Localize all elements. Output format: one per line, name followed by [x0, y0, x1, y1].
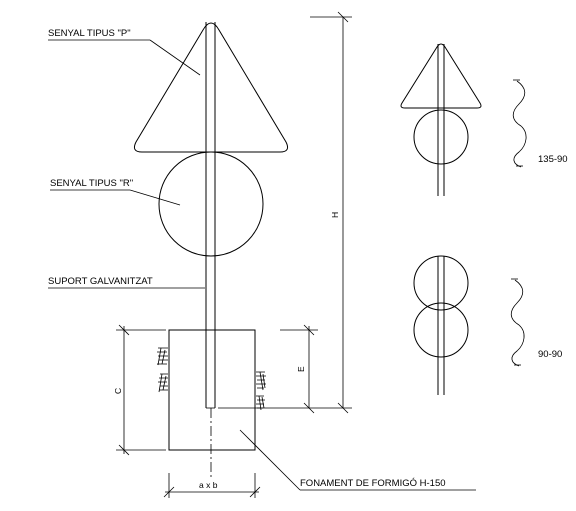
dimension-h-label: H: [330, 212, 340, 218]
variant-90-90: 90-90: [413, 255, 562, 395]
dimension-h: H: [218, 11, 352, 414]
main-signal-assembly: [134, 22, 288, 480]
triangle-sign-p: [134, 22, 288, 153]
circle-sign-r: [158, 151, 264, 257]
label-foundation: FONAMENT DE FORMIGÓ H-150: [300, 478, 446, 489]
variant-1-break-symbol: [512, 80, 527, 168]
label-signal-p-group: SENYAL TIPUS "P": [48, 28, 201, 76]
label-support: SUPORT GALVANITZAT: [48, 276, 153, 287]
variant-2-caption: 90-90: [538, 349, 562, 360]
label-foundation-group: FONAMENT DE FORMIGÓ H-150: [239, 429, 476, 491]
variant-1-triangle: [400, 43, 482, 109]
variant-135-90: 135-90: [400, 43, 568, 196]
label-signal-r: SENYAL TIPUS "R": [50, 178, 133, 189]
dimension-e-label: E: [296, 366, 306, 372]
soil-hatch-left: [157, 347, 168, 393]
soil-hatch-right: [256, 371, 266, 411]
label-signal-r-group: SENYAL TIPUS "R": [50, 178, 181, 206]
variant-2-circle-bottom: [413, 302, 469, 358]
concrete-foundation: [168, 329, 256, 451]
dimension-c: C: [113, 324, 166, 456]
dimension-c-label: C: [113, 388, 123, 394]
dimension-ab: a x b: [163, 473, 261, 498]
dimension-ab-label: a x b: [199, 480, 218, 490]
variant-1-circle: [413, 109, 469, 165]
variant-2-circle-top: [413, 255, 469, 311]
dimension-e: E: [280, 324, 318, 414]
label-support-group: SUPORT GALVANITZAT: [48, 276, 205, 289]
variant-2-break-symbol: [510, 279, 525, 367]
label-signal-p: SENYAL TIPUS "P": [48, 28, 131, 39]
variant-1-caption: 135-90: [538, 154, 568, 165]
